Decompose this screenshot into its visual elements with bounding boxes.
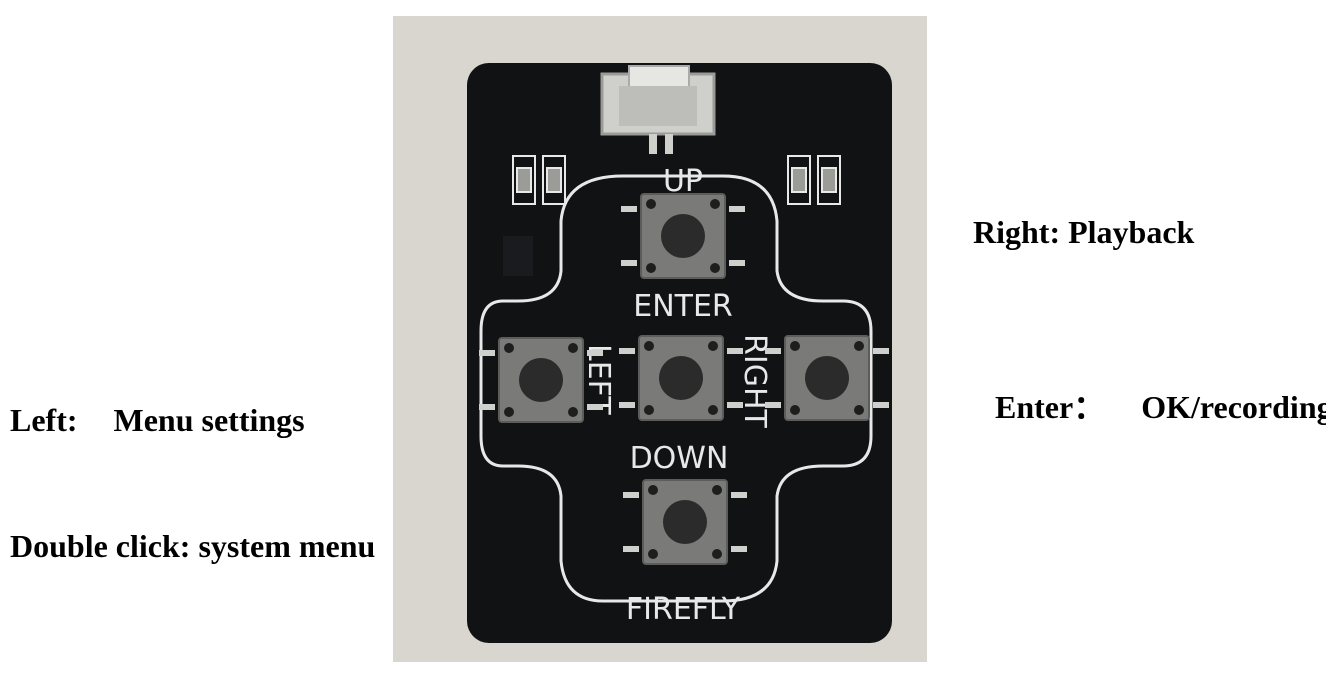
down-button — [623, 479, 747, 565]
switch-dot — [710, 199, 720, 209]
switch-leg — [873, 348, 889, 354]
right-button-caption: Right: Playback — [973, 214, 1195, 250]
switch-leg — [729, 206, 745, 212]
switch-leg — [731, 546, 747, 552]
switch-leg — [619, 348, 635, 354]
switch-dot — [504, 407, 514, 417]
silk-down: DOWN — [630, 441, 729, 476]
silk-enter: ENTER — [633, 289, 733, 324]
switch-dot — [568, 343, 578, 353]
switch-dot — [790, 405, 800, 415]
enter-button — [619, 335, 743, 421]
switch-dot — [504, 343, 514, 353]
switch-leg — [587, 404, 603, 410]
pcb-trace — [503, 236, 533, 276]
switch-leg — [621, 260, 637, 266]
switch-cap — [805, 356, 849, 400]
switch-cap — [519, 358, 563, 402]
left-action: Menu settings — [113, 402, 305, 438]
switch-dot — [568, 407, 578, 417]
switch-cap — [661, 214, 705, 258]
smd-components-right — [787, 155, 841, 205]
switch-leg — [729, 260, 745, 266]
switch-dot — [708, 405, 718, 415]
switch-leg — [623, 492, 639, 498]
switch-leg — [727, 348, 743, 354]
pcb-illustration: UP ENTER LEFT RIGHT DOWN FIREFLY — [467, 63, 892, 643]
switch-dot — [712, 549, 722, 559]
right-button — [765, 335, 889, 421]
switch-leg — [731, 492, 747, 498]
switch-leg — [621, 206, 637, 212]
up-button — [621, 193, 745, 279]
silk-brand: FIREFLY — [626, 592, 741, 627]
switch-dot — [854, 405, 864, 415]
switch-dot — [644, 405, 654, 415]
switch-dot — [648, 485, 658, 495]
dpad-outline — [479, 174, 873, 603]
switch-cap — [663, 500, 707, 544]
switch-leg — [727, 402, 743, 408]
switch-dot — [646, 263, 656, 273]
switch-dot — [710, 263, 720, 273]
left-action-row: Left: Menu settings — [10, 401, 375, 451]
enter-label: Enter： — [995, 389, 1106, 425]
smd-components-left — [512, 155, 566, 205]
switch-leg — [479, 350, 495, 356]
switch-dot — [790, 341, 800, 351]
switch-dot — [648, 549, 658, 559]
switch-leg — [623, 546, 639, 552]
switch-dot — [646, 199, 656, 209]
switch-cap — [659, 356, 703, 400]
switch-leg — [619, 402, 635, 408]
switch-leg — [587, 350, 603, 356]
switch-leg — [765, 348, 781, 354]
button-board-photo: UP ENTER LEFT RIGHT DOWN FIREFLY — [393, 16, 927, 662]
switch-dot — [708, 341, 718, 351]
enter-button-caption: Enter： OK/recording — [979, 350, 1326, 426]
switch-leg — [479, 404, 495, 410]
double-click-row: Double click: system menu — [10, 528, 376, 564]
left-button-caption: Left: Menu settings Double click: system … — [10, 325, 375, 615]
switch-dot — [712, 485, 722, 495]
switch-dot — [644, 341, 654, 351]
switch-leg — [765, 402, 781, 408]
left-label: Left: — [10, 402, 78, 438]
connector — [600, 65, 716, 154]
left-button — [479, 337, 603, 423]
enter-action: OK/recording — [1141, 389, 1326, 425]
switch-dot — [854, 341, 864, 351]
switch-leg — [873, 402, 889, 408]
